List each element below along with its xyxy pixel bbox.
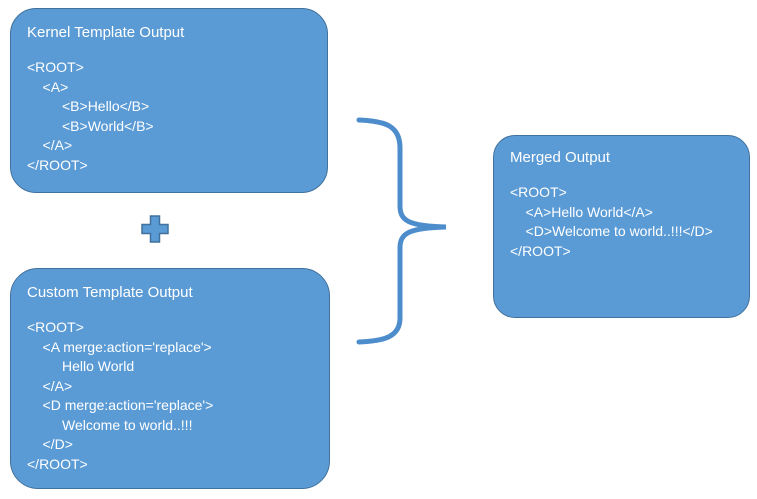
kernel-box-code: <ROOT> <A> <B>Hello</B> <B>World</B> </A… [27,59,154,173]
merged-box-title: Merged Output [510,149,611,166]
right-curly-brace-icon [356,117,447,345]
kernel-box-title: Kernel Template Output [27,24,185,41]
custom-box-code: <ROOT> <A merge:action='replace'> Hello … [27,319,214,472]
plus-icon [141,215,169,243]
custom-template-output-box: Custom Template Output <ROOT> <A merge:a… [10,268,330,489]
custom-box-title: Custom Template Output [27,284,193,301]
kernel-template-output-box: Kernel Template Output <ROOT> <A> <B>Hel… [10,8,328,193]
merged-output-box: Merged Output <ROOT> <A>Hello World</A> … [493,135,750,318]
merged-box-code: <ROOT> <A>Hello World</A> <D>Welcome to … [510,184,713,259]
